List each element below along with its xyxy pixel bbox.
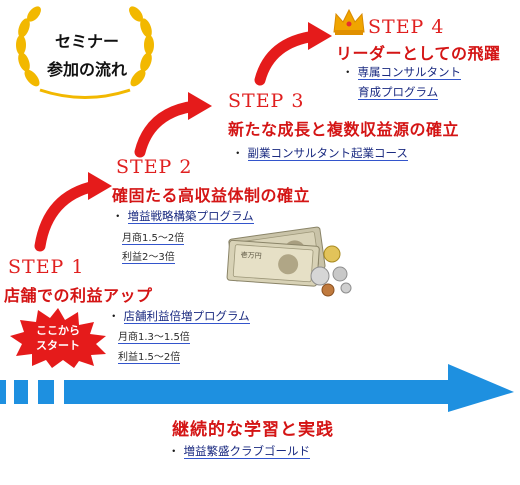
- arrow-step3-to-step4: [254, 30, 321, 86]
- arrow-step2-to-step3: [134, 100, 201, 158]
- progress-arrow: [0, 364, 514, 412]
- step4-program-link-line2[interactable]: 育成プログラム: [358, 85, 439, 100]
- badge-title-line1: セミナー: [54, 32, 119, 51]
- step1-label: STEP 1: [8, 256, 85, 278]
- step2-program[interactable]: ・増益戦略構築プログラム: [112, 208, 254, 224]
- bullet-icon: ・: [108, 309, 120, 323]
- step2-program-link[interactable]: 増益戦略構築プログラム: [127, 209, 254, 224]
- bullet-icon: ・: [112, 209, 124, 223]
- step3-program[interactable]: ・副業コンサルタント起業コース: [232, 145, 408, 161]
- bullet-icon: ・: [232, 146, 244, 160]
- step4-title: リーダーとしての飛躍: [336, 44, 501, 63]
- step2-label: STEP 2: [116, 156, 193, 178]
- laurel-wreath-icon: [16, 6, 154, 99]
- step4-program-link[interactable]: 専属コンサルタント: [357, 65, 461, 80]
- step1-detail-profit: 利益1.5〜2倍: [118, 348, 181, 364]
- footer-program[interactable]: ・増益繁盛クラブゴールド: [168, 443, 310, 459]
- start-burst-icon: [10, 308, 106, 368]
- footer-title: 継続的な学習と実践: [172, 420, 334, 440]
- step4-program[interactable]: ・専属コンサルタント: [342, 64, 461, 80]
- step1-title: 店舗での利益アップ: [4, 286, 153, 305]
- step2-detail-sales: 月商1.5〜2倍: [122, 229, 185, 245]
- money-illustration-icon: 10000 壱万円: [226, 226, 352, 297]
- step1-program-link[interactable]: 店舗利益倍増プログラム: [123, 309, 250, 324]
- step4-program-line2[interactable]: 育成プログラム: [358, 84, 439, 100]
- step1-program[interactable]: ・店舗利益倍増プログラム: [108, 308, 250, 324]
- footer-program-link[interactable]: 増益繁盛クラブゴールド: [183, 444, 310, 459]
- step1-detail-sales: 月商1.3〜1.5倍: [118, 328, 190, 344]
- step4-label: STEP 4: [368, 16, 445, 38]
- bullet-icon: ・: [168, 444, 180, 458]
- start-burst-line2: スタート: [36, 339, 80, 352]
- step3-label: STEP 3: [228, 90, 305, 112]
- step3-program-link[interactable]: 副業コンサルタント起業コース: [247, 146, 408, 161]
- step3-title: 新たな成長と複数収益源の確立: [228, 120, 460, 139]
- svg-text:壱万円: 壱万円: [240, 250, 262, 260]
- bullet-icon: ・: [342, 65, 354, 79]
- step2-title: 確固たる高収益体制の確立: [112, 186, 311, 205]
- crown-icon: [333, 8, 365, 35]
- start-burst-line1: ここから: [36, 324, 80, 337]
- arrow-step1-to-step2: [34, 180, 101, 252]
- step2-detail-profit: 利益2〜3倍: [122, 248, 175, 264]
- badge-title-line2: 参加の流れ: [46, 60, 127, 79]
